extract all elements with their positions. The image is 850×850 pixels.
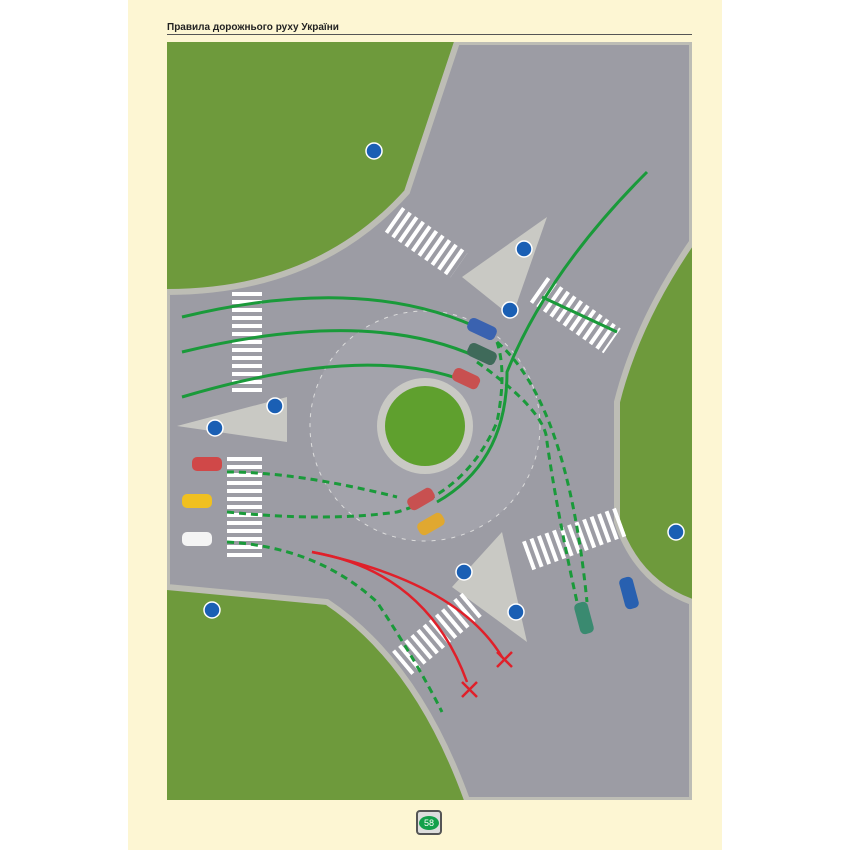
allowed-paths [181, 170, 649, 713]
roundabout-illustration [167, 42, 692, 800]
path-arrow-west-1 [181, 296, 488, 334]
car-yellow-2 [417, 512, 445, 536]
car-green [467, 342, 497, 366]
road-signs [203, 142, 685, 621]
page-number: 58 [419, 815, 439, 830]
roundabout-sign-icon [365, 142, 383, 160]
path-arrow-west-3 [181, 363, 468, 399]
forbidden-x-icon [461, 681, 478, 698]
car-green-2 [574, 601, 594, 635]
page-number-badge: 58 [416, 810, 442, 835]
car-red-2 [452, 367, 481, 390]
direction-sign-icon [455, 563, 473, 581]
direction-sign-icon [206, 419, 224, 437]
roundabout-sign-icon [203, 601, 221, 619]
roundabout-sign-icon [667, 523, 685, 541]
page-header-title: Правила дорожнього руху України [167, 22, 339, 33]
cars [182, 317, 639, 635]
roundabout-sign-icon [501, 301, 519, 319]
direction-sign-icon [507, 603, 525, 621]
direction-sign-icon [515, 240, 533, 258]
central-island [385, 386, 465, 466]
header-divider [167, 34, 692, 35]
splitter-island-w [177, 397, 287, 442]
forbidden-paths [311, 550, 513, 698]
car-red-3 [407, 487, 435, 511]
forbidden-x-icon [496, 651, 513, 668]
car-blue [467, 317, 497, 341]
car-red [192, 457, 222, 471]
path-arrow-west-2 [181, 329, 478, 359]
car-blue-2 [619, 576, 639, 610]
path-arrow-north [436, 170, 649, 504]
direction-sign-icon [266, 397, 284, 415]
car-yellow [182, 494, 212, 508]
car-white [182, 532, 212, 546]
